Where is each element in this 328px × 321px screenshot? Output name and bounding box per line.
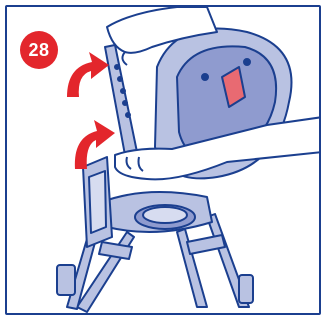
step-number-badge: 28 — [20, 31, 58, 69]
instruction-panel: 28 — [5, 5, 321, 315]
footrest — [99, 192, 225, 259]
curved-up-arrow-icon — [67, 52, 109, 97]
